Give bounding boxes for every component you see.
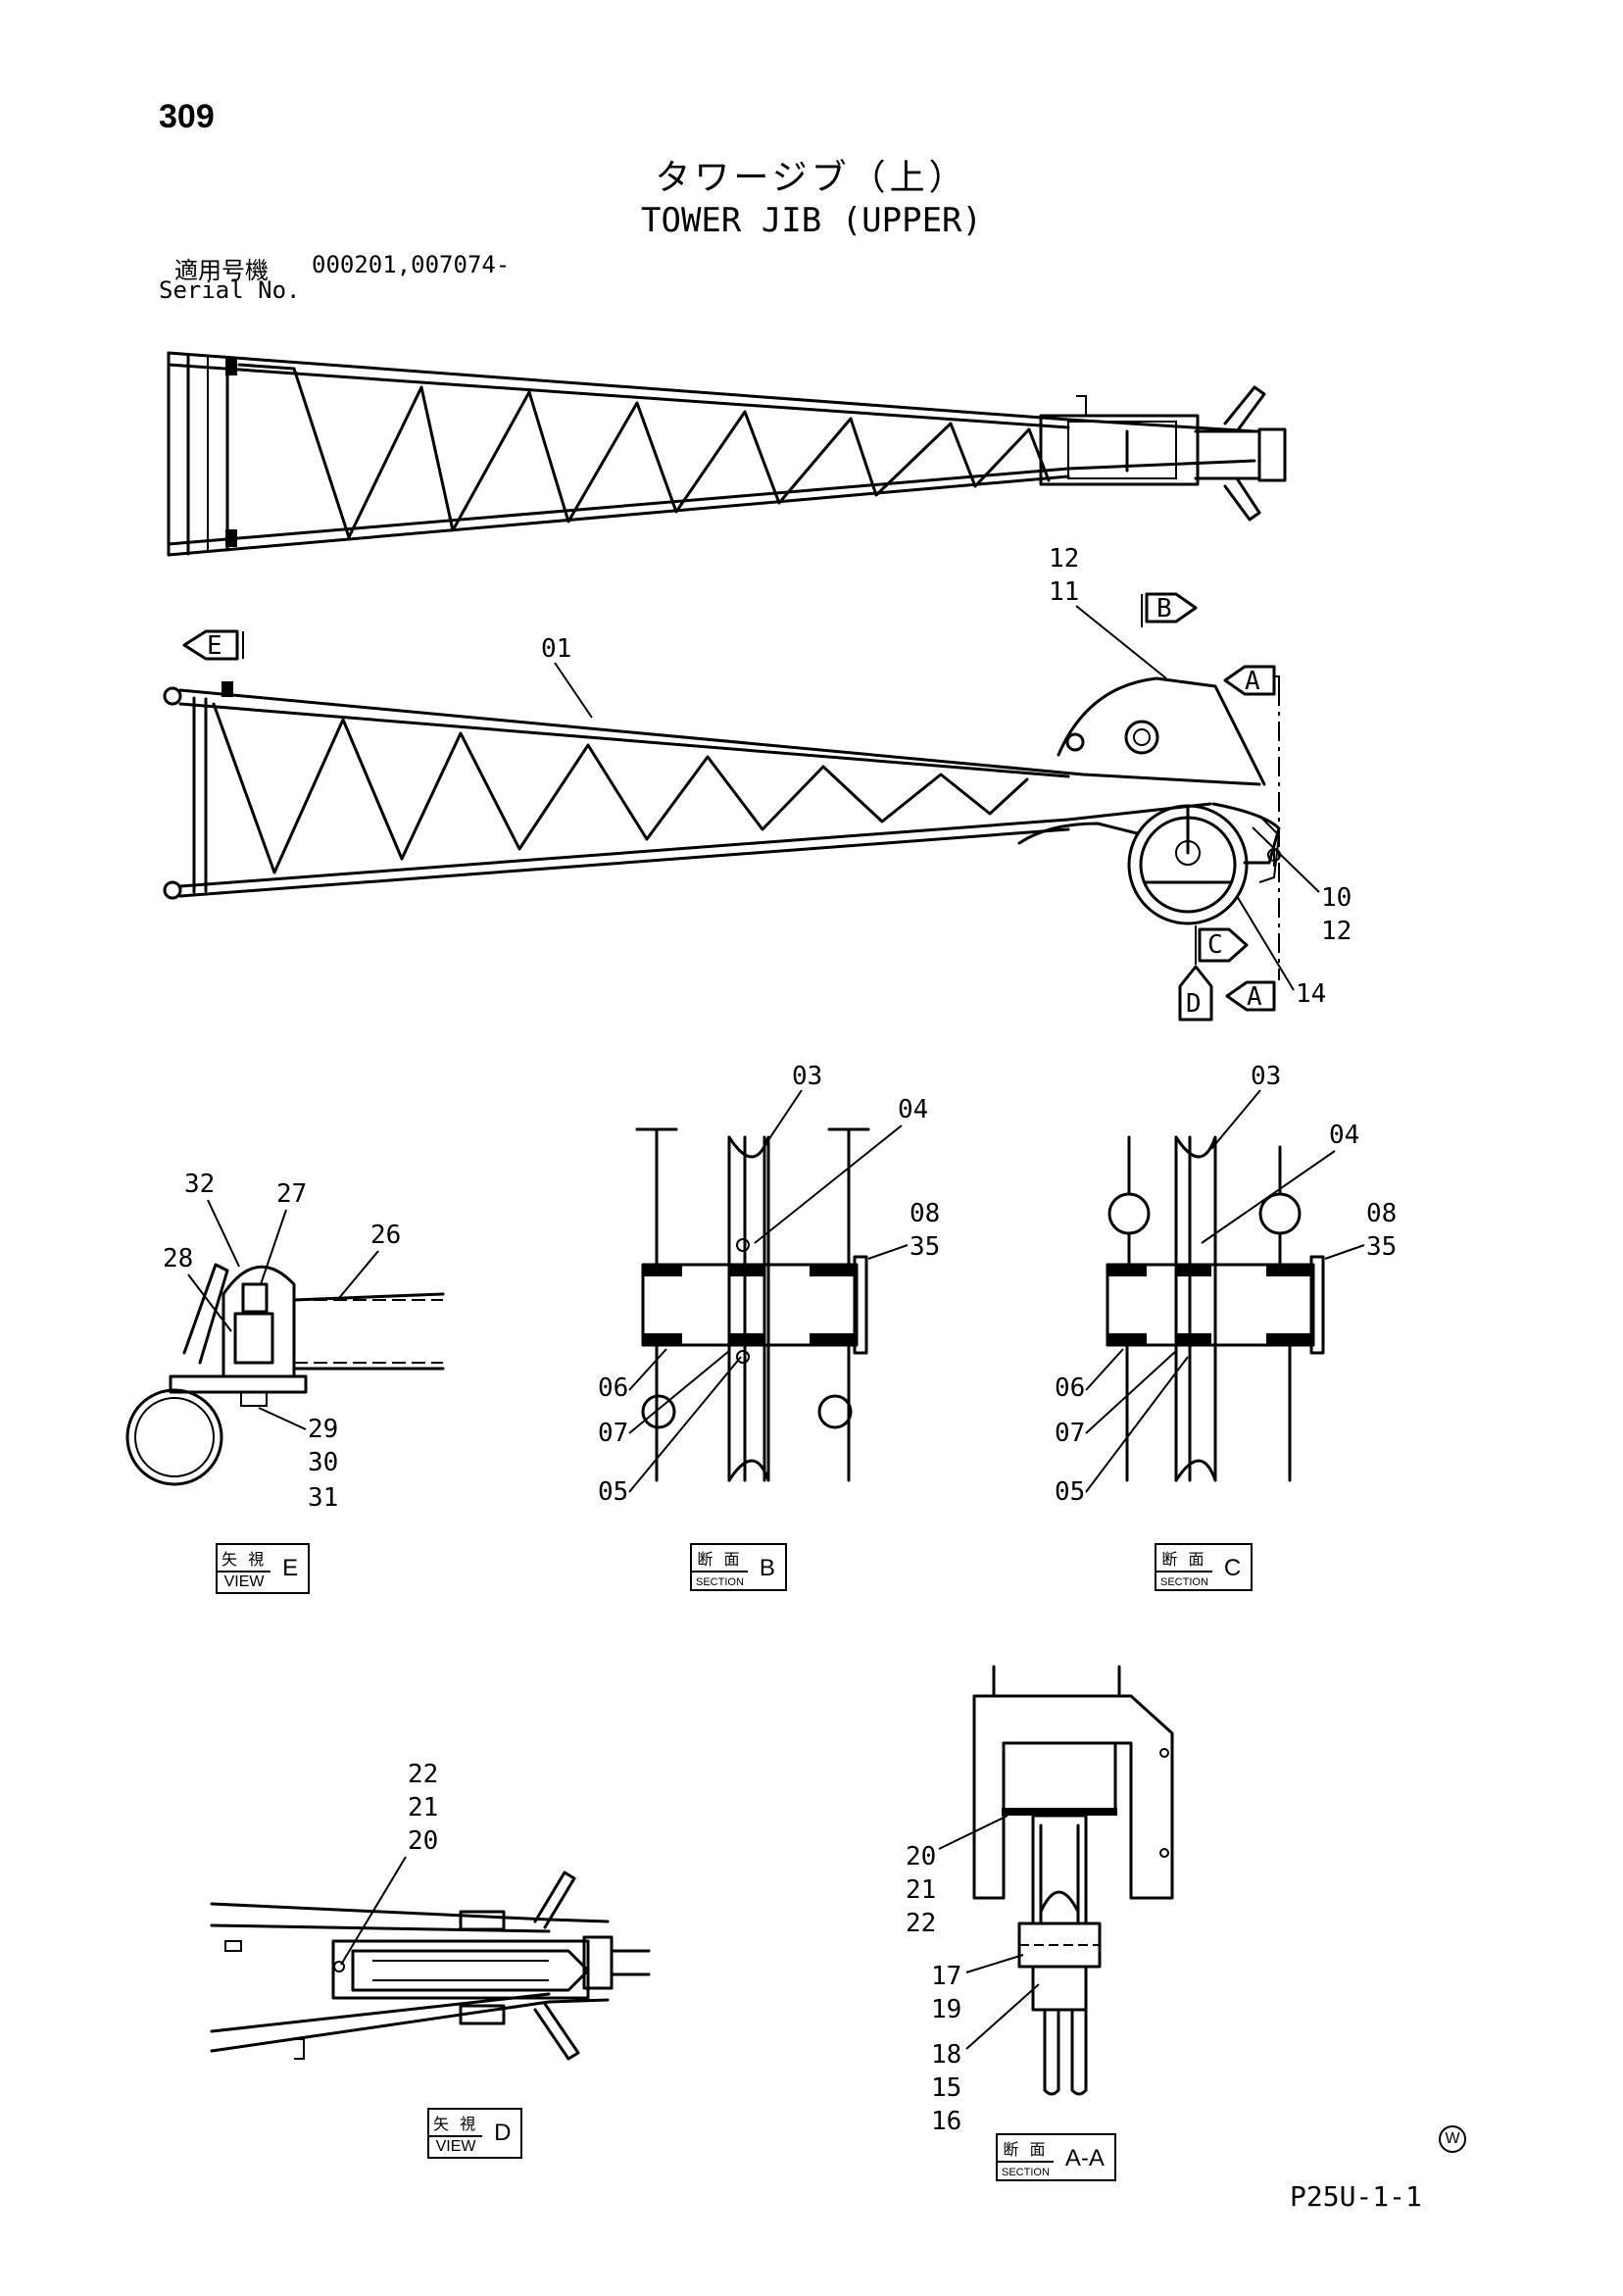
- part-label: 21: [906, 1875, 936, 1905]
- section-c-drawing: 03 04 08 35 06 07 05: [1055, 1062, 1397, 1507]
- part-label: 28: [163, 1244, 193, 1273]
- part-label: 08: [1366, 1199, 1397, 1228]
- view-marker-b: B: [1156, 594, 1172, 624]
- part-label: 07: [598, 1419, 628, 1448]
- part-label: 22: [906, 1909, 936, 1938]
- view-e-drawing: 32 27 26 28 29 30 31: [125, 1170, 445, 1513]
- part-label: 17: [931, 1962, 961, 1991]
- part-label: 22: [408, 1760, 438, 1789]
- part-label: 21: [408, 1793, 438, 1822]
- view-marker-a-top: A: [1245, 667, 1260, 696]
- part-label: 04: [1329, 1121, 1359, 1150]
- part-label: 18: [931, 2040, 961, 2070]
- serial-number-value: 000201,007074-: [312, 251, 511, 278]
- view-marker-c: C: [1207, 930, 1223, 960]
- page-number: 309: [159, 98, 215, 135]
- part-label: 29: [308, 1415, 338, 1444]
- part-label: 12: [1321, 917, 1352, 946]
- part-label: 03: [1251, 1062, 1281, 1091]
- part-label: 10: [1321, 883, 1352, 913]
- part-label: 30: [308, 1448, 338, 1477]
- part-label: 20: [408, 1826, 438, 1856]
- section-aa-drawing: 20 21 22 17 19 18 15 16: [906, 1665, 1174, 2136]
- part-label: 01: [541, 634, 571, 664]
- w-circle-icon: W: [1439, 2125, 1466, 2153]
- jib-plan-view: [167, 351, 1287, 557]
- part-label: 35: [1366, 1232, 1397, 1262]
- part-label: 27: [276, 1179, 307, 1209]
- part-label: 06: [1055, 1373, 1085, 1403]
- part-label: 31: [308, 1483, 338, 1513]
- view-marker-d: D: [1186, 989, 1202, 1019]
- part-label: 11: [1049, 577, 1079, 607]
- part-label: 20: [906, 1842, 936, 1872]
- part-label: 26: [370, 1221, 401, 1250]
- section-c-caption: 断 面 SECTION C: [1155, 1543, 1254, 1591]
- part-label: 19: [931, 1995, 961, 2024]
- serial-label-japanese: 適用号機: [174, 257, 269, 284]
- part-label: 07: [1055, 1419, 1085, 1448]
- document-code: P25U-1-1: [1290, 2180, 1422, 2213]
- page-title-english: TOWER JIB (UPPER): [641, 201, 982, 240]
- view-markers-main: E B A C D A: [182, 592, 1280, 1022]
- part-label: 14: [1296, 979, 1326, 1009]
- part-label: 06: [598, 1373, 628, 1403]
- part-label: 03: [792, 1062, 822, 1091]
- main-view-part-labels: 12 11 01 10 12 14: [541, 544, 1352, 1009]
- part-label: 12: [1049, 544, 1079, 574]
- part-label: 32: [184, 1170, 215, 1199]
- section-aa-caption: 断 面 SECTION A-A: [996, 2133, 1116, 2181]
- serial-label-english: Serial No.: [159, 276, 301, 304]
- part-label: 35: [910, 1232, 940, 1262]
- part-label: 15: [931, 2073, 961, 2103]
- part-label: 08: [910, 1199, 940, 1228]
- part-label: 16: [931, 2107, 961, 2136]
- view-d-drawing: 22 21 20: [210, 1760, 651, 2061]
- view-marker-e: E: [207, 631, 222, 661]
- part-label: 04: [898, 1095, 928, 1124]
- view-marker-a-bottom: A: [1247, 982, 1262, 1012]
- part-label: 05: [1055, 1477, 1085, 1507]
- section-b-drawing: 03 04 08 35 06 07 05: [598, 1062, 940, 1507]
- view-e-caption: 矢 視 VIEW E: [216, 1543, 311, 1594]
- part-label: 05: [598, 1477, 628, 1507]
- jib-elevation-view: [163, 676, 1281, 980]
- view-d-caption: 矢 視 VIEW D: [427, 2108, 523, 2159]
- page-title-japanese: タワージブ（上）: [655, 158, 968, 198]
- section-b-caption: 断 面 SECTION B: [690, 1543, 787, 1591]
